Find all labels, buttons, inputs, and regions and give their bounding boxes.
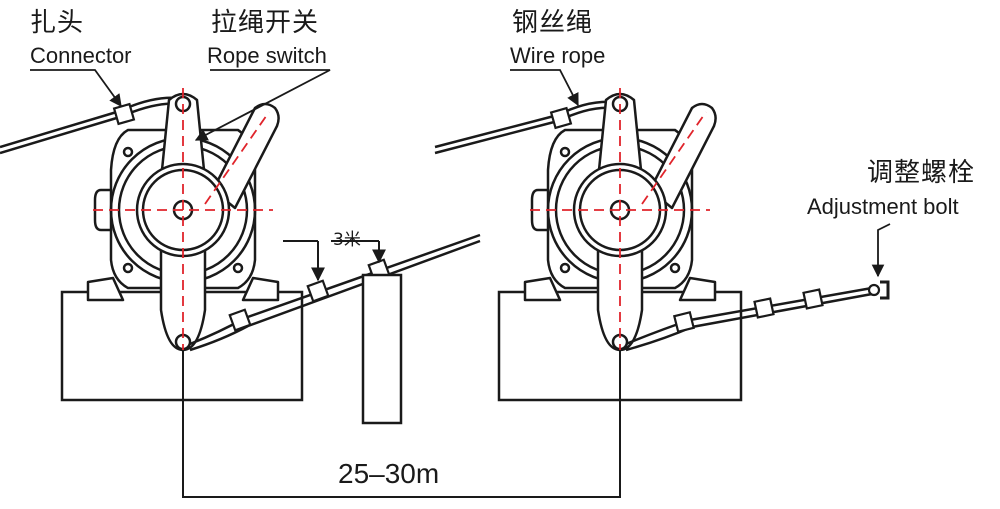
- distance-label: 25–30m: [338, 458, 440, 489]
- connector-label-en: Connector: [30, 43, 132, 68]
- rope-clamp-1: [228, 308, 252, 332]
- rope-switch-label-cn: 拉绳开关: [211, 8, 320, 38]
- spacing-label: 3米: [333, 230, 361, 250]
- rope-clamp-5: [753, 297, 775, 319]
- wire-rope-label-en: Wire rope: [510, 43, 606, 68]
- spacing-dimension: [283, 240, 386, 282]
- distance-bracket: [182, 350, 621, 498]
- adjustment-bolt-label-cn: 调整螺栓: [867, 158, 976, 188]
- leader-lines: [30, 69, 891, 278]
- connector-label-cn: 扎头: [30, 8, 85, 38]
- rope-clamp-2: [306, 279, 330, 303]
- rope-clamp-6: [802, 288, 824, 310]
- wire-rope-label-cn: 钢丝绳: [512, 8, 594, 38]
- connector-clamp-right: [549, 106, 573, 130]
- rope-clamp-4: [672, 310, 696, 334]
- connector-clamp-left: [112, 102, 136, 126]
- rope-switch-label-en: Rope switch: [207, 43, 327, 68]
- adjustment-bolt-label-en: Adjustment bolt: [807, 194, 959, 219]
- support-post: [361, 273, 403, 425]
- adjustment-bolt: [867, 280, 890, 300]
